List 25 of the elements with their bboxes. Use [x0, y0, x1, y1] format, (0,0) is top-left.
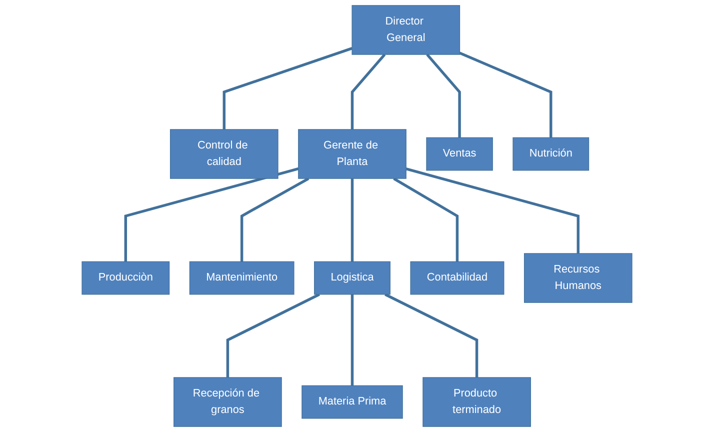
connector [124, 167, 299, 262]
connector [350, 294, 354, 386]
node-box: Producto terminado [422, 377, 531, 427]
connector [459, 52, 552, 138]
connector [350, 178, 354, 262]
connector [226, 293, 320, 378]
connector [350, 54, 386, 130]
node-box: Recursos Humanos [524, 253, 632, 303]
connector [384, 293, 478, 378]
connector [393, 177, 459, 262]
connector [426, 54, 461, 138]
node-box: Logistica [314, 261, 390, 295]
node-box: Producciòn [82, 261, 170, 295]
node-box: Contabilidad [410, 261, 504, 295]
node-box: Materia Prima [302, 385, 403, 419]
connector [222, 47, 352, 130]
node-box: Director General [352, 5, 460, 55]
connector [240, 177, 310, 262]
node-box: Gerente de Planta [298, 129, 406, 179]
connector [406, 167, 580, 254]
node-box: Control de calidad [170, 129, 278, 179]
node-box: Mantenimiento [189, 261, 294, 295]
node-box: Ventas [426, 137, 493, 171]
node-box: Recepción de granos [174, 377, 282, 427]
node-box: Nutrición [512, 137, 590, 171]
